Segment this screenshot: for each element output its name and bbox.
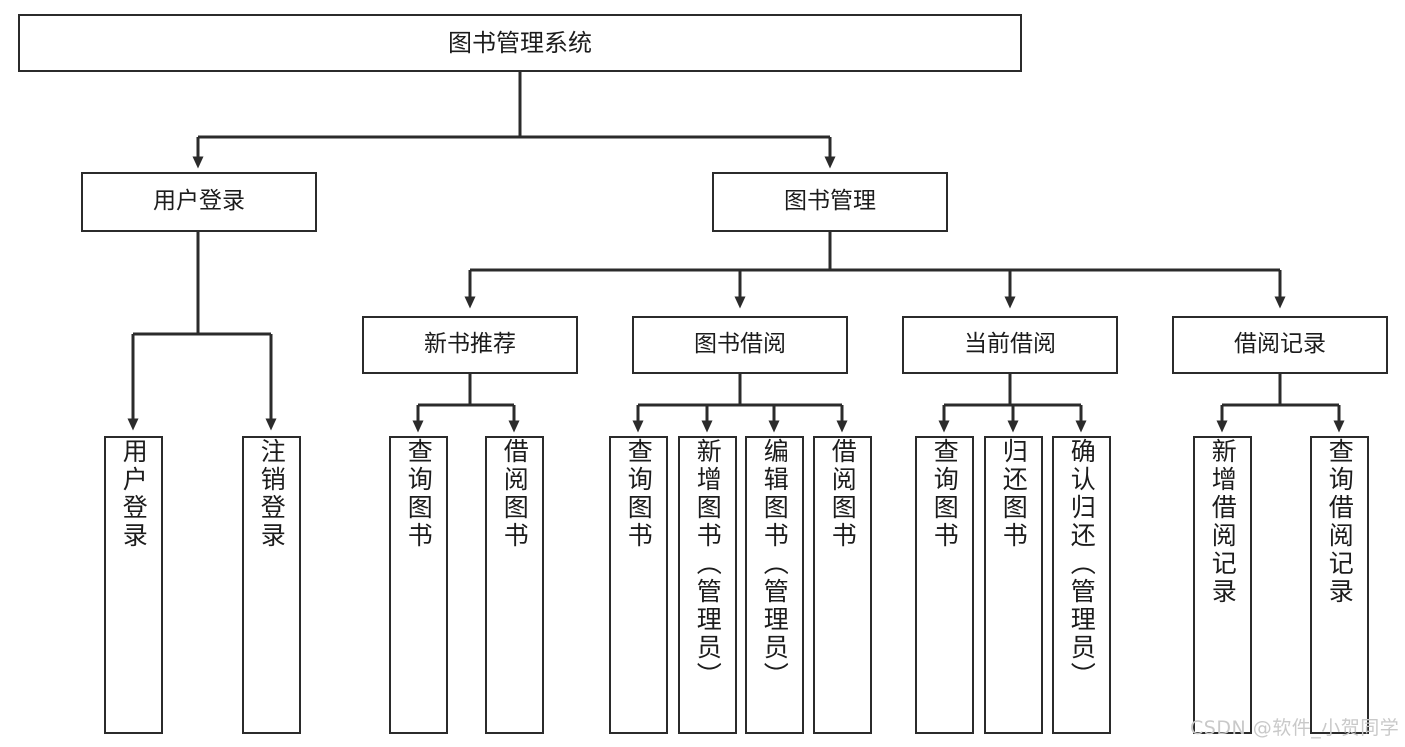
node-label: 借阅图书 bbox=[500, 438, 530, 550]
node-label: 查询图书 bbox=[624, 438, 654, 550]
node-label: 图书管理系统 bbox=[448, 28, 592, 57]
node-current-borrow[interactable]: 当前借阅 bbox=[902, 316, 1118, 374]
node-leaf-confirm-return-admin[interactable]: 确认归还（管理员） bbox=[1052, 436, 1111, 734]
node-leaf-query-books-1[interactable]: 查询图书 bbox=[389, 436, 448, 734]
node-book-management[interactable]: 图书管理 bbox=[712, 172, 948, 232]
node-label: 用户登录 bbox=[153, 188, 245, 215]
node-leaf-query-books-3[interactable]: 查询图书 bbox=[915, 436, 974, 734]
node-leaf-borrow-books-1[interactable]: 借阅图书 bbox=[485, 436, 544, 734]
node-label: 新书推荐 bbox=[424, 331, 516, 358]
node-borrow-record[interactable]: 借阅记录 bbox=[1172, 316, 1388, 374]
node-label: 借阅图书 bbox=[828, 438, 858, 550]
node-leaf-query-books-2[interactable]: 查询图书 bbox=[609, 436, 668, 734]
node-label: 图书借阅 bbox=[694, 331, 786, 358]
node-leaf-add-borrow-record[interactable]: 新增借阅记录 bbox=[1193, 436, 1252, 734]
node-leaf-logout[interactable]: 注销登录 bbox=[242, 436, 301, 734]
node-leaf-edit-book-admin[interactable]: 编辑图书（管理员） bbox=[745, 436, 804, 734]
node-leaf-borrow-books-2[interactable]: 借阅图书 bbox=[813, 436, 872, 734]
csdn-watermark: CSDN @软件_小贺同学 bbox=[1190, 717, 1400, 739]
node-label: 用户登录 bbox=[119, 438, 149, 550]
node-label: 借阅记录 bbox=[1234, 331, 1326, 358]
node-user-login[interactable]: 用户登录 bbox=[81, 172, 317, 232]
node-label: 查询图书 bbox=[404, 438, 434, 550]
node-label: 归还图书 bbox=[999, 438, 1029, 550]
node-label: 新增借阅记录 bbox=[1208, 438, 1238, 606]
node-label: 注销登录 bbox=[257, 438, 287, 550]
node-book-borrow[interactable]: 图书借阅 bbox=[632, 316, 848, 374]
node-label: 编辑图书（管理员） bbox=[760, 438, 790, 690]
node-leaf-user-login[interactable]: 用户登录 bbox=[104, 436, 163, 734]
node-label: 图书管理 bbox=[784, 188, 876, 215]
node-leaf-query-borrow-record[interactable]: 查询借阅记录 bbox=[1310, 436, 1369, 734]
node-label: 确认归还（管理员） bbox=[1067, 438, 1097, 690]
node-label: 查询图书 bbox=[930, 438, 960, 550]
node-root-system[interactable]: 图书管理系统 bbox=[18, 14, 1022, 72]
node-label: 查询借阅记录 bbox=[1325, 438, 1355, 606]
node-leaf-add-book-admin[interactable]: 新增图书（管理员） bbox=[678, 436, 737, 734]
node-new-book-recommend[interactable]: 新书推荐 bbox=[362, 316, 578, 374]
node-label: 新增图书（管理员） bbox=[693, 438, 723, 690]
node-label: 当前借阅 bbox=[964, 331, 1056, 358]
node-leaf-return-books[interactable]: 归还图书 bbox=[984, 436, 1043, 734]
